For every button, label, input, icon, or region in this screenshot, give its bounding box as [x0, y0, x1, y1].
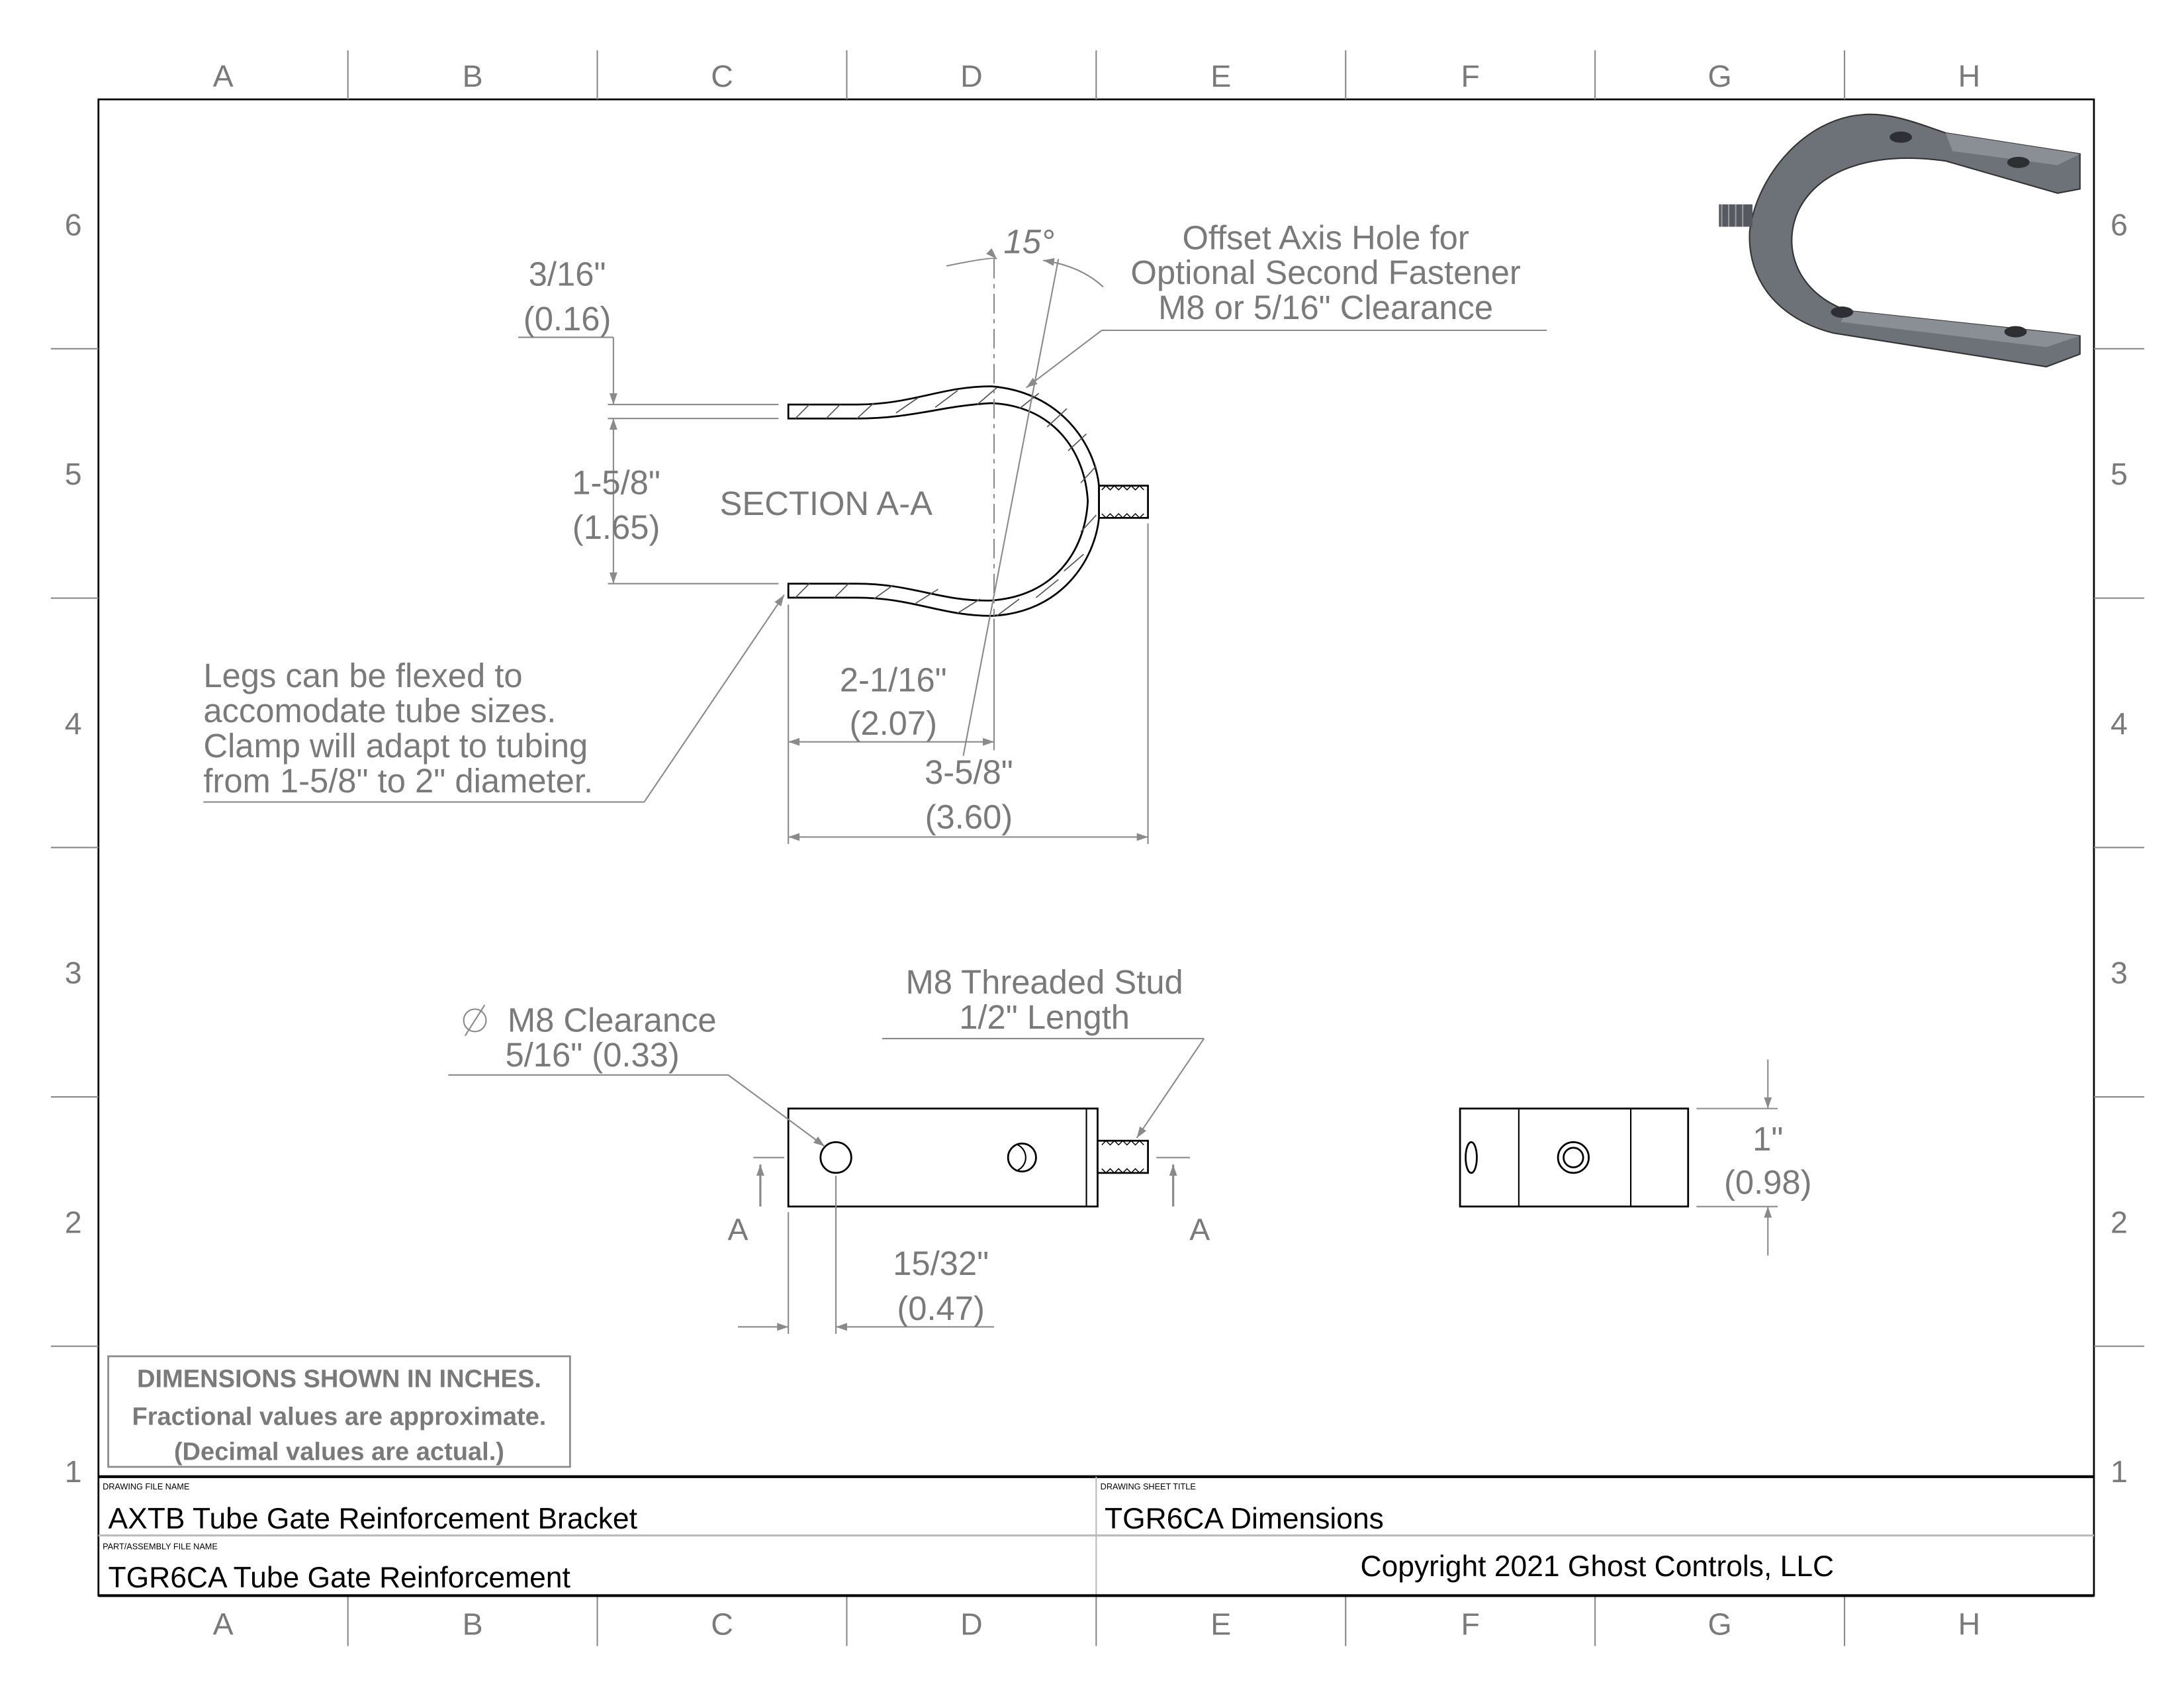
column-label: D: [960, 1607, 983, 1642]
column-label: E: [1210, 1607, 1231, 1642]
row-label: 2: [2111, 1205, 2128, 1239]
drawing-file-name-label: DRAWING FILE NAME: [103, 1482, 189, 1491]
part-file-name: TGR6CA Tube Gate Reinforcement: [109, 1562, 571, 1594]
row-label: 4: [2111, 706, 2128, 741]
column-label: C: [711, 59, 733, 93]
row-label: 3: [65, 956, 82, 990]
column-label: H: [1958, 1607, 1981, 1642]
column-label: E: [1210, 59, 1231, 93]
dim-hole-offset-decimal: (0.47): [897, 1289, 985, 1327]
dim-depth-overall-decimal: (3.60): [925, 798, 1013, 836]
dim-depth-inner-decimal: (2.07): [849, 704, 937, 742]
dim-depth-inner-fraction: 2-1/16": [840, 661, 947, 699]
dim-hole-offset-fraction: 15/32": [893, 1244, 989, 1282]
row-label: 1: [2111, 1454, 2128, 1489]
row-label: 1: [65, 1454, 82, 1489]
note-stud-1: M8 Threaded Stud: [905, 963, 1183, 1001]
column-label: H: [1958, 59, 1981, 93]
column-label: F: [1461, 1607, 1479, 1642]
note-legs-2: accomodate tube sizes.: [203, 692, 556, 729]
column-label: B: [463, 1607, 483, 1642]
row-label: 2: [65, 1205, 82, 1239]
row-label: 6: [2111, 207, 2128, 242]
column-label: F: [1461, 59, 1479, 93]
isometric-view: [1719, 113, 2081, 368]
row-label: 4: [65, 706, 82, 741]
dim-depth-overall-fraction: 3-5/8": [925, 753, 1013, 791]
note-legs-3: Clamp will adapt to tubing: [203, 727, 588, 765]
note-offset-hole-1: Offset Axis Hole for: [1182, 218, 1469, 256]
section-label-right: A: [1189, 1212, 1210, 1246]
row-label: 3: [2111, 956, 2128, 990]
note-offset-hole-2: Optional Second Fastener: [1130, 254, 1521, 291]
sheet-title-label: DRAWING SHEET TITLE: [1101, 1482, 1196, 1491]
copyright: Copyright 2021 Ghost Controls, LLC: [1361, 1550, 1835, 1583]
note-legs-1: Legs can be flexed to: [203, 657, 522, 694]
section-title: SECTION A-A: [720, 485, 933, 522]
title-block: DRAWING FILE NAME AXTB Tube Gate Reinfor…: [98, 1475, 2094, 1597]
dim-thickness-decimal: (0.16): [523, 300, 612, 338]
note-box-line-1: DIMENSIONS SHOWN IN INCHES.: [137, 1365, 541, 1393]
dim-width-fraction: 1": [1752, 1120, 1783, 1158]
dimensions-note-box: DIMENSIONS SHOWN IN INCHES. Fractional v…: [107, 1355, 571, 1468]
note-clearance-1: M8 Clearance: [508, 1001, 717, 1039]
column-label: B: [463, 59, 483, 93]
column-label: D: [960, 59, 983, 93]
sheet-title: TGR6CA Dimensions: [1105, 1503, 1384, 1535]
note-clearance-2: 5/16" (0.33): [505, 1036, 679, 1074]
diameter-icon: [463, 1004, 487, 1037]
dim-thickness-fraction: 3/16": [529, 255, 606, 293]
dim-gap-decimal: (1.65): [572, 508, 660, 546]
column-label: A: [213, 59, 234, 93]
dim-width-decimal: (0.98): [1724, 1164, 1812, 1201]
note-legs-4: from 1-5/8" to 2" diameter.: [203, 762, 593, 800]
column-label: G: [1707, 59, 1731, 93]
dim-gap-fraction: 1-5/8": [572, 463, 660, 501]
section-view-a-a: SECTION A-A 3/16" (0.16) 1-5/8" (1.65) 2…: [203, 218, 1547, 844]
row-label: 5: [2111, 457, 2128, 491]
note-box-line-2: Fractional values are approximate.: [132, 1403, 546, 1430]
section-label-left: A: [728, 1212, 749, 1246]
drawing-file-name: AXTB Tube Gate Reinforcement Bracket: [109, 1503, 638, 1535]
column-label: G: [1707, 1607, 1731, 1642]
note-stud-2: 1/2" Length: [959, 998, 1130, 1036]
column-label: A: [213, 1607, 234, 1642]
row-label: 5: [65, 457, 82, 491]
front-view: M8 Clearance 5/16" (0.33) M8 Threaded St…: [448, 963, 1210, 1335]
angle-dimension: 15°: [1003, 223, 1054, 261]
part-file-name-label: PART/ASSEMBLY FILE NAME: [103, 1542, 218, 1552]
side-view: 1" (0.98): [1459, 1059, 1812, 1256]
column-label: C: [711, 1607, 733, 1642]
note-box-line-3: (Decimal values are actual.): [174, 1438, 504, 1466]
row-label: 6: [65, 207, 82, 242]
note-offset-hole-3: M8 or 5/16" Clearance: [1158, 289, 1493, 326]
